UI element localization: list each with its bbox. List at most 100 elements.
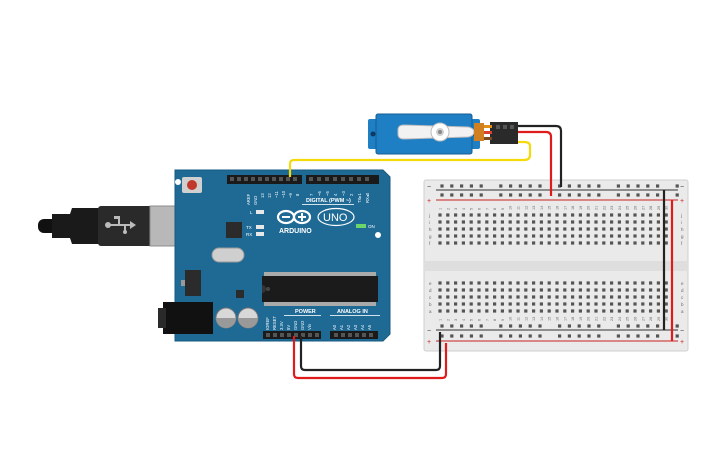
breadboard-hole[interactable] [656,220,660,224]
breadboard-hole[interactable] [586,288,590,292]
rail-hole[interactable] [460,193,464,197]
breadboard-hole[interactable] [485,220,489,224]
breadboard-hole[interactable] [625,241,629,245]
rail-hole[interactable] [499,324,503,328]
breadboard-hole[interactable] [500,213,504,217]
breadboard-hole[interactable] [563,302,567,306]
arduino-board[interactable]: AREF GND 13 12 ~11 ~10 ~9 8 7 ~6 ~5 4 ~3… [158,169,391,342]
breadboard-hole[interactable] [617,281,621,285]
breadboard-hole[interactable] [500,288,504,292]
breadboard-hole[interactable] [571,288,575,292]
breadboard-hole[interactable] [656,281,660,285]
breadboard-hole[interactable] [532,220,536,224]
breadboard-hole[interactable] [610,227,614,231]
breadboard-hole[interactable] [641,220,645,224]
breadboard-hole[interactable] [532,309,536,313]
breadboard-hole[interactable] [578,281,582,285]
breadboard-hole[interactable] [571,295,575,299]
breadboard-hole[interactable] [500,227,504,231]
breadboard-hole[interactable] [664,295,668,299]
breadboard-hole[interactable] [610,213,614,217]
breadboard-hole[interactable] [617,288,621,292]
rail-hole[interactable] [567,324,571,328]
breadboard-hole[interactable] [469,234,473,238]
breadboard-hole[interactable] [594,234,598,238]
rail-hole[interactable] [675,324,679,328]
breadboard-hole[interactable] [578,234,582,238]
breadboard-hole[interactable] [641,295,645,299]
breadboard-hole[interactable] [594,288,598,292]
breadboard-hole[interactable] [469,295,473,299]
breadboard-hole[interactable] [610,281,614,285]
breadboard-hole[interactable] [602,234,606,238]
breadboard-hole[interactable] [617,234,621,238]
breadboard-hole[interactable] [649,234,653,238]
rail-hole[interactable] [626,324,630,328]
rail-hole[interactable] [440,193,444,197]
rail-hole[interactable] [469,334,473,338]
breadboard-hole[interactable] [641,234,645,238]
rail-hole[interactable] [538,334,542,338]
breadboard-hole[interactable] [555,302,559,306]
breadboard-hole[interactable] [625,220,629,224]
breadboard-hole[interactable] [617,220,621,224]
breadboard-hole[interactable] [547,234,551,238]
breadboard-hole[interactable] [532,288,536,292]
rail-hole[interactable] [577,184,581,188]
rail-hole[interactable] [636,184,640,188]
breadboard-hole[interactable] [610,288,614,292]
breadboard-hole[interactable] [500,234,504,238]
breadboard-hole[interactable] [524,281,528,285]
breadboard-hole[interactable] [633,295,637,299]
breadboard-hole[interactable] [461,241,465,245]
rail-hole[interactable] [528,193,532,197]
rail-hole[interactable] [528,324,532,328]
breadboard-hole[interactable] [649,220,653,224]
breadboard-hole[interactable] [469,309,473,313]
breadboard-hole[interactable] [547,288,551,292]
rail-hole[interactable] [469,193,473,197]
breadboard-hole[interactable] [438,281,442,285]
breadboard-hole[interactable] [532,234,536,238]
breadboard-hole[interactable] [485,234,489,238]
rail-hole[interactable] [656,334,660,338]
breadboard-hole[interactable] [563,309,567,313]
breadboard-hole[interactable] [461,295,465,299]
breadboard-hole[interactable] [594,213,598,217]
breadboard-hole[interactable] [578,213,582,217]
breadboard-hole[interactable] [508,227,512,231]
breadboard-hole[interactable] [469,227,473,231]
breadboard-hole[interactable] [516,220,520,224]
breadboard-hole[interactable] [508,234,512,238]
breadboard-hole[interactable] [633,281,637,285]
breadboard-hole[interactable] [586,281,590,285]
breadboard-hole[interactable] [633,227,637,231]
breadboard-hole[interactable] [633,302,637,306]
breadboard-hole[interactable] [454,302,458,306]
breadboard-hole[interactable] [438,213,442,217]
breadboard-hole[interactable] [610,234,614,238]
breadboard-hole[interactable] [446,227,450,231]
breadboard-hole[interactable] [539,309,543,313]
breadboard-hole[interactable] [617,227,621,231]
breadboard-hole[interactable] [563,295,567,299]
breadboard-hole[interactable] [617,213,621,217]
breadboard-hole[interactable] [649,302,653,306]
rail-hole[interactable] [509,193,513,197]
breadboard-hole[interactable] [516,288,520,292]
breadboard-hole[interactable] [625,309,629,313]
rail-hole[interactable] [636,193,640,197]
breadboard-hole[interactable] [446,213,450,217]
breadboard-hole[interactable] [602,309,606,313]
rail-hole[interactable] [646,184,650,188]
breadboard-hole[interactable] [547,241,551,245]
breadboard-hole[interactable] [454,220,458,224]
breadboard-hole[interactable] [508,309,512,313]
breadboard-hole[interactable] [469,288,473,292]
breadboard-hole[interactable] [539,227,543,231]
breadboard-hole[interactable] [664,220,668,224]
rail-hole[interactable] [587,193,591,197]
breadboard-hole[interactable] [571,281,575,285]
rail-hole[interactable] [450,324,454,328]
breadboard-hole[interactable] [485,227,489,231]
